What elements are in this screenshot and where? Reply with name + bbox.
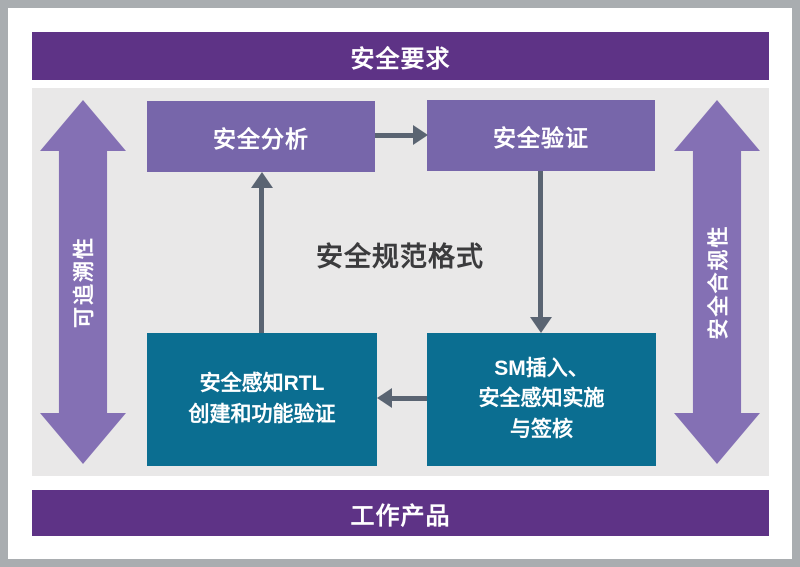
safety-analysis-label: 安全分析 xyxy=(213,125,309,152)
sm-insertion-box: SM插入、 安全感知实施 与签核 xyxy=(427,333,656,466)
diagram-canvas xyxy=(32,88,769,476)
center-label-safety-spec-format: 安全规范格式 xyxy=(316,242,484,272)
sm-insertion-label: SM插入、 安全感知实施 与签核 xyxy=(478,356,605,441)
arrow-rtl-to-analysis-head-icon xyxy=(251,172,273,188)
bottom-banner-work-products: 工作产品 xyxy=(32,490,769,536)
arrow-sm-to-rtl-head-icon xyxy=(377,388,392,408)
arrow-analysis-to-verification-shaft xyxy=(375,133,413,138)
bottom-banner-label: 工作产品 xyxy=(350,502,451,530)
compliance-label: 安全合规性 xyxy=(707,224,730,340)
safety-verification-box: 安全验证 xyxy=(427,100,655,171)
arrow-rtl-to-analysis-shaft xyxy=(259,187,264,333)
arrow-sm-to-rtl-shaft xyxy=(392,396,427,401)
safety-aware-rtl-label: 安全感知RTL 创建和功能验证 xyxy=(188,372,336,426)
arrow-verification-to-sm-head-icon xyxy=(530,317,552,333)
traceability-label: 可追溯性 xyxy=(73,236,96,328)
safety-verification-label: 安全验证 xyxy=(493,124,589,151)
arrow-verification-to-sm-shaft xyxy=(538,171,543,317)
arrow-analysis-to-verification-head-icon xyxy=(413,125,428,145)
safety-analysis-box: 安全分析 xyxy=(147,101,375,172)
top-banner-safety-requirements: 安全要求 xyxy=(32,32,769,80)
safety-aware-rtl-box: 安全感知RTL 创建和功能验证 xyxy=(147,333,377,466)
top-banner-label: 安全要求 xyxy=(350,45,451,73)
